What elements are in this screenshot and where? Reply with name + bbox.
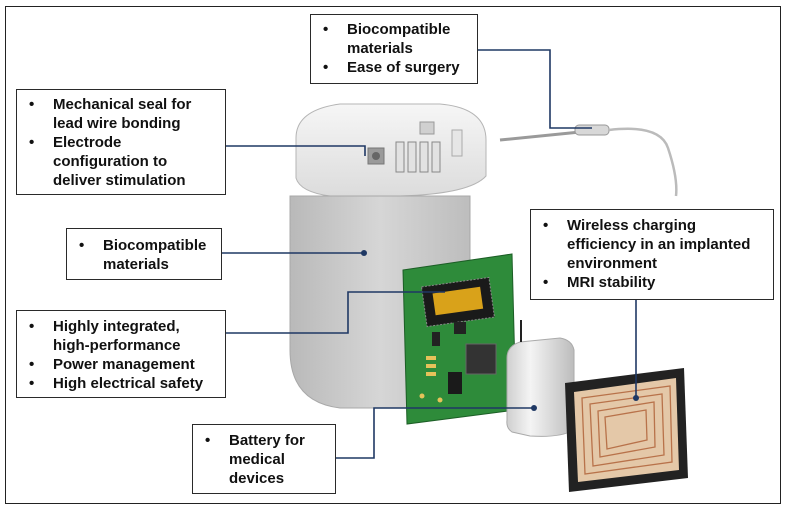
header-cap (295, 103, 487, 197)
callout-item: Electrode configuration to deliver stimu… (27, 133, 217, 190)
circuit-board (402, 253, 517, 425)
callout-coil: Wireless charging efficiency in an impla… (530, 209, 774, 300)
callout-item: Wireless charging efficiency in an impla… (541, 216, 765, 273)
lead-wire (499, 124, 678, 197)
callout-item: Mechanical seal for lead wire bonding (27, 95, 217, 133)
callout-circuit: Highly integrated, high-performance Powe… (16, 310, 226, 398)
callout-item: High electrical safety (27, 374, 217, 393)
callout-battery: Battery for medical devices (192, 424, 336, 494)
callout-item: Biocompatible materials (321, 20, 469, 58)
leader-lines (222, 49, 637, 459)
callout-item: Ease of surgery (321, 58, 469, 77)
callout-item: Biocompatible materials (77, 236, 213, 274)
callout-item: Power management (27, 355, 217, 374)
callout-header: Mechanical seal for lead wire bonding El… (16, 89, 226, 195)
callout-item: Battery for medical devices (203, 431, 327, 488)
callout-case: Biocompatible materials (66, 228, 222, 280)
callout-item: MRI stability (541, 273, 765, 292)
charging-coil (565, 368, 688, 492)
callout-lead-wire: Biocompatible materials Ease of surgery (310, 14, 478, 84)
battery (506, 320, 575, 437)
figure-frame (5, 6, 781, 504)
callout-item: Highly integrated, high-performance (27, 317, 217, 355)
